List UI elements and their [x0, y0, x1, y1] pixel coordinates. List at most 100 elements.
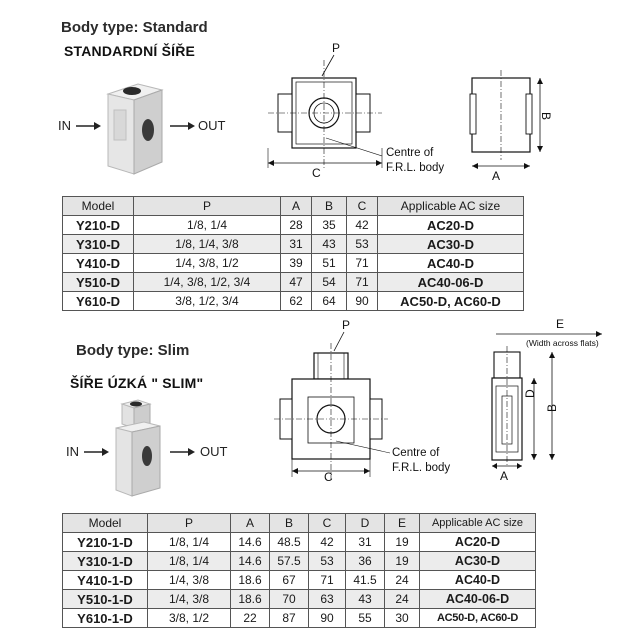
cell-model: Y610-1-D — [62, 608, 148, 628]
cell-a: 14.6 — [230, 532, 270, 552]
cell-model: Y210-D — [62, 215, 134, 235]
cell-ac-size: AC50-D, AC60-D — [377, 291, 524, 311]
cell-ac-size: AC20-D — [377, 215, 524, 235]
col-header-c: C — [346, 196, 378, 216]
standard-centre-note-1: Centre of — [386, 147, 434, 159]
cell-e: 24 — [384, 570, 420, 590]
standard-dim-a: A — [492, 169, 500, 182]
cell-model: Y210-1-D — [62, 532, 148, 552]
col-header-a: A — [230, 513, 270, 533]
cell-a: 18.6 — [230, 589, 270, 609]
cell-b: 54 — [311, 272, 347, 292]
slim-centre-note-2: F.R.L. body — [392, 462, 450, 474]
table-row: Y310-1-D 1/8, 1/4 14.6 57.5 53 36 19 AC3… — [62, 551, 536, 571]
cell-c: 90 — [346, 291, 378, 311]
standard-side-view-drawing: B A — [469, 70, 553, 182]
cell-a: 62 — [280, 291, 312, 311]
cell-c: 42 — [308, 532, 346, 552]
slim-front-view-drawing: P C Centre of F.R.L. body — [274, 318, 450, 484]
cell-a: 18.6 — [230, 570, 270, 590]
cell-a: 28 — [280, 215, 312, 235]
slim-port-side — [142, 446, 152, 466]
cell-b: 70 — [269, 589, 309, 609]
standard-subtitle: STANDARDNÍ ŠÍŘE — [64, 43, 196, 59]
cell-c: 42 — [346, 215, 378, 235]
cell-model: Y610-D — [62, 291, 134, 311]
col-header-b: B — [311, 196, 347, 216]
cell-c: 63 — [308, 589, 346, 609]
standard-centre-note-2: F.R.L. body — [386, 162, 444, 174]
col-header-model: Model — [62, 196, 134, 216]
cell-c: 71 — [346, 253, 378, 273]
slim-title: Body type: Slim — [76, 342, 190, 359]
slim-dim-d: D — [523, 389, 537, 398]
slim-product-illustration: IN OUT — [66, 399, 228, 497]
cell-a: 39 — [280, 253, 312, 273]
cell-d: 31 — [345, 532, 385, 552]
standard-spec-table: Model P A B C Applicable AC size Y210-D … — [62, 196, 524, 311]
table-row: Y310-D 1/8, 1/4, 3/8 31 43 53 AC30-D — [62, 234, 524, 254]
cell-model: Y310-1-D — [62, 551, 148, 571]
table-row: Y510-D 1/4, 3/8, 1/2, 3/4 47 54 71 AC40-… — [62, 272, 524, 292]
cell-b: 87 — [269, 608, 309, 628]
cell-p: 1/4, 3/8, 1/2 — [133, 253, 281, 273]
cell-p: 1/8, 1/4 — [133, 215, 281, 235]
cell-c: 90 — [308, 608, 346, 628]
cell-p: 3/8, 1/2 — [147, 608, 231, 628]
slim-dim-b: B — [545, 404, 559, 412]
standard-dim-b: B — [539, 112, 553, 120]
cell-ac-size: AC40-06-D — [377, 272, 524, 292]
cell-ac-size: AC40-D — [377, 253, 524, 273]
cell-d: 36 — [345, 551, 385, 571]
col-header-p: P — [147, 513, 231, 533]
slim-centre-note-1: Centre of — [392, 447, 440, 459]
cell-p: 1/4, 3/8 — [147, 589, 231, 609]
slim-spec-table: Model P A B C D E Applicable AC size Y21… — [62, 513, 536, 628]
cell-model: Y410-1-D — [62, 570, 148, 590]
col-header-model: Model — [62, 513, 148, 533]
cell-d: 43 — [345, 589, 385, 609]
standard-out-label: OUT — [198, 118, 226, 133]
table-row: Y610-1-D 3/8, 1/2 22 87 90 55 30 AC50-D,… — [62, 608, 536, 628]
cell-b: 48.5 — [269, 532, 309, 552]
cell-b: 35 — [311, 215, 347, 235]
slim-dim-e: E — [556, 317, 564, 331]
col-header-c: C — [308, 513, 346, 533]
cell-ac-size: AC40-D — [419, 570, 536, 590]
standard-front-view-drawing: P C Centre of F.R.L. body — [267, 41, 444, 180]
table-row: Y210-1-D 1/8, 1/4 14.6 48.5 42 31 19 AC2… — [62, 532, 536, 552]
slim-dim-p: P — [342, 318, 350, 332]
cell-a: 47 — [280, 272, 312, 292]
cell-b: 67 — [269, 570, 309, 590]
cell-model: Y410-D — [62, 253, 134, 273]
col-header-b: B — [269, 513, 309, 533]
table-row: Y410-1-D 1/4, 3/8 18.6 67 71 41.5 24 AC4… — [62, 570, 536, 590]
slim-dim-c: C — [324, 470, 333, 484]
cell-a: 31 — [280, 234, 312, 254]
table-row: Y610-D 3/8, 1/2, 3/4 62 64 90 AC50-D, AC… — [62, 291, 524, 311]
cell-ac-size: AC20-D — [419, 532, 536, 552]
standard-port-top — [123, 87, 141, 95]
slim-side-view-drawing: E (Width across flats) D B A — [491, 317, 602, 483]
cell-e: 19 — [384, 551, 420, 571]
table-header-row: Model P A B C Applicable AC size — [62, 196, 524, 216]
cell-d: 55 — [345, 608, 385, 628]
standard-product-illustration: IN OUT — [58, 83, 226, 175]
cell-p: 1/4, 3/8, 1/2, 3/4 — [133, 272, 281, 292]
slim-dim-a: A — [500, 469, 508, 483]
standard-dim-c: C — [312, 166, 321, 180]
standard-in-label: IN — [58, 118, 71, 133]
slim-out-label: OUT — [200, 444, 228, 459]
cell-p: 1/4, 3/8 — [147, 570, 231, 590]
cell-e: 24 — [384, 589, 420, 609]
cell-b: 51 — [311, 253, 347, 273]
cell-p: 1/8, 1/4 — [147, 532, 231, 552]
table-row: Y210-D 1/8, 1/4 28 35 42 AC20-D — [62, 215, 524, 235]
cell-p: 1/8, 1/4, 3/8 — [133, 234, 281, 254]
table-header-row: Model P A B C D E Applicable AC size — [62, 513, 536, 533]
cell-e: 19 — [384, 532, 420, 552]
cell-ac-size: AC30-D — [419, 551, 536, 571]
col-header-ac-size: Applicable AC size — [377, 196, 524, 216]
cell-model: Y510-1-D — [62, 589, 148, 609]
col-header-a: A — [280, 196, 312, 216]
